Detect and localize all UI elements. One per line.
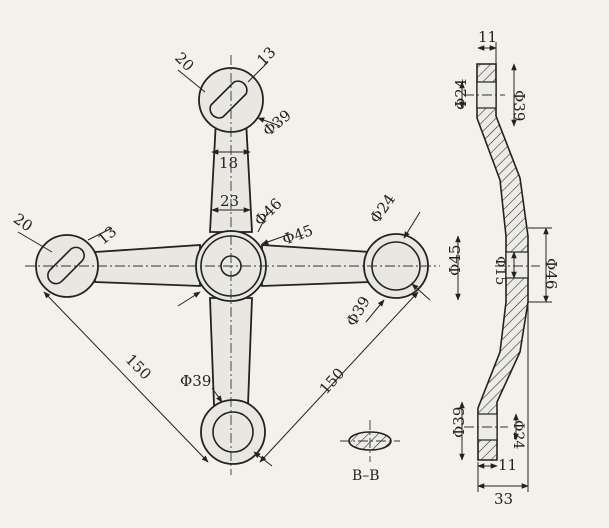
dim-side-overall-33: 33 [494, 490, 513, 508]
dim-side-bottom-d24: Φ24 [510, 420, 526, 449]
dim-side-bottom-d39: Φ39 [450, 407, 468, 438]
side-view [455, 42, 552, 492]
section-label: B–B [352, 468, 380, 484]
dim-bottom-hub-d39: Φ39 [180, 372, 211, 390]
arm-left [94, 244, 201, 287]
arm-right [261, 244, 371, 287]
section-b-b [340, 420, 400, 462]
dim-left-hub-13: 13 [94, 222, 120, 248]
dim-center-23: 23 [220, 192, 239, 210]
front-view [17, 55, 440, 475]
side-profile [476, 63, 529, 461]
dim-side-center-d46: Φ46 [542, 258, 560, 289]
dim-center-d46: Φ46 [251, 195, 286, 230]
dim-side-center-d15: Φ15 [492, 256, 508, 285]
dim-side-top-d24: Φ24 [452, 79, 470, 110]
hub-bottom [200, 399, 266, 465]
dim-side-center-d45: Φ45 [446, 245, 464, 276]
dim-top-hub-13: 13 [253, 43, 279, 69]
dim-right-hub-d39: Φ39 [343, 293, 374, 329]
dim-arm-18: 18 [219, 154, 238, 172]
dim-top-hub-d39: Φ39 [259, 106, 295, 140]
dim-left-hub-20: 20 [10, 210, 36, 236]
dim-span-right-150: 150 [316, 364, 349, 397]
dim-side-bottom-11: 11 [498, 456, 517, 474]
dim-right-hub-d24: Φ24 [366, 191, 399, 227]
dim-side-top-11: 11 [478, 28, 497, 46]
dim-top-hub-20: 20 [171, 49, 197, 75]
dim-center-d45: Φ45 [280, 221, 316, 249]
dim-side-top-d39: Φ39 [510, 90, 528, 121]
